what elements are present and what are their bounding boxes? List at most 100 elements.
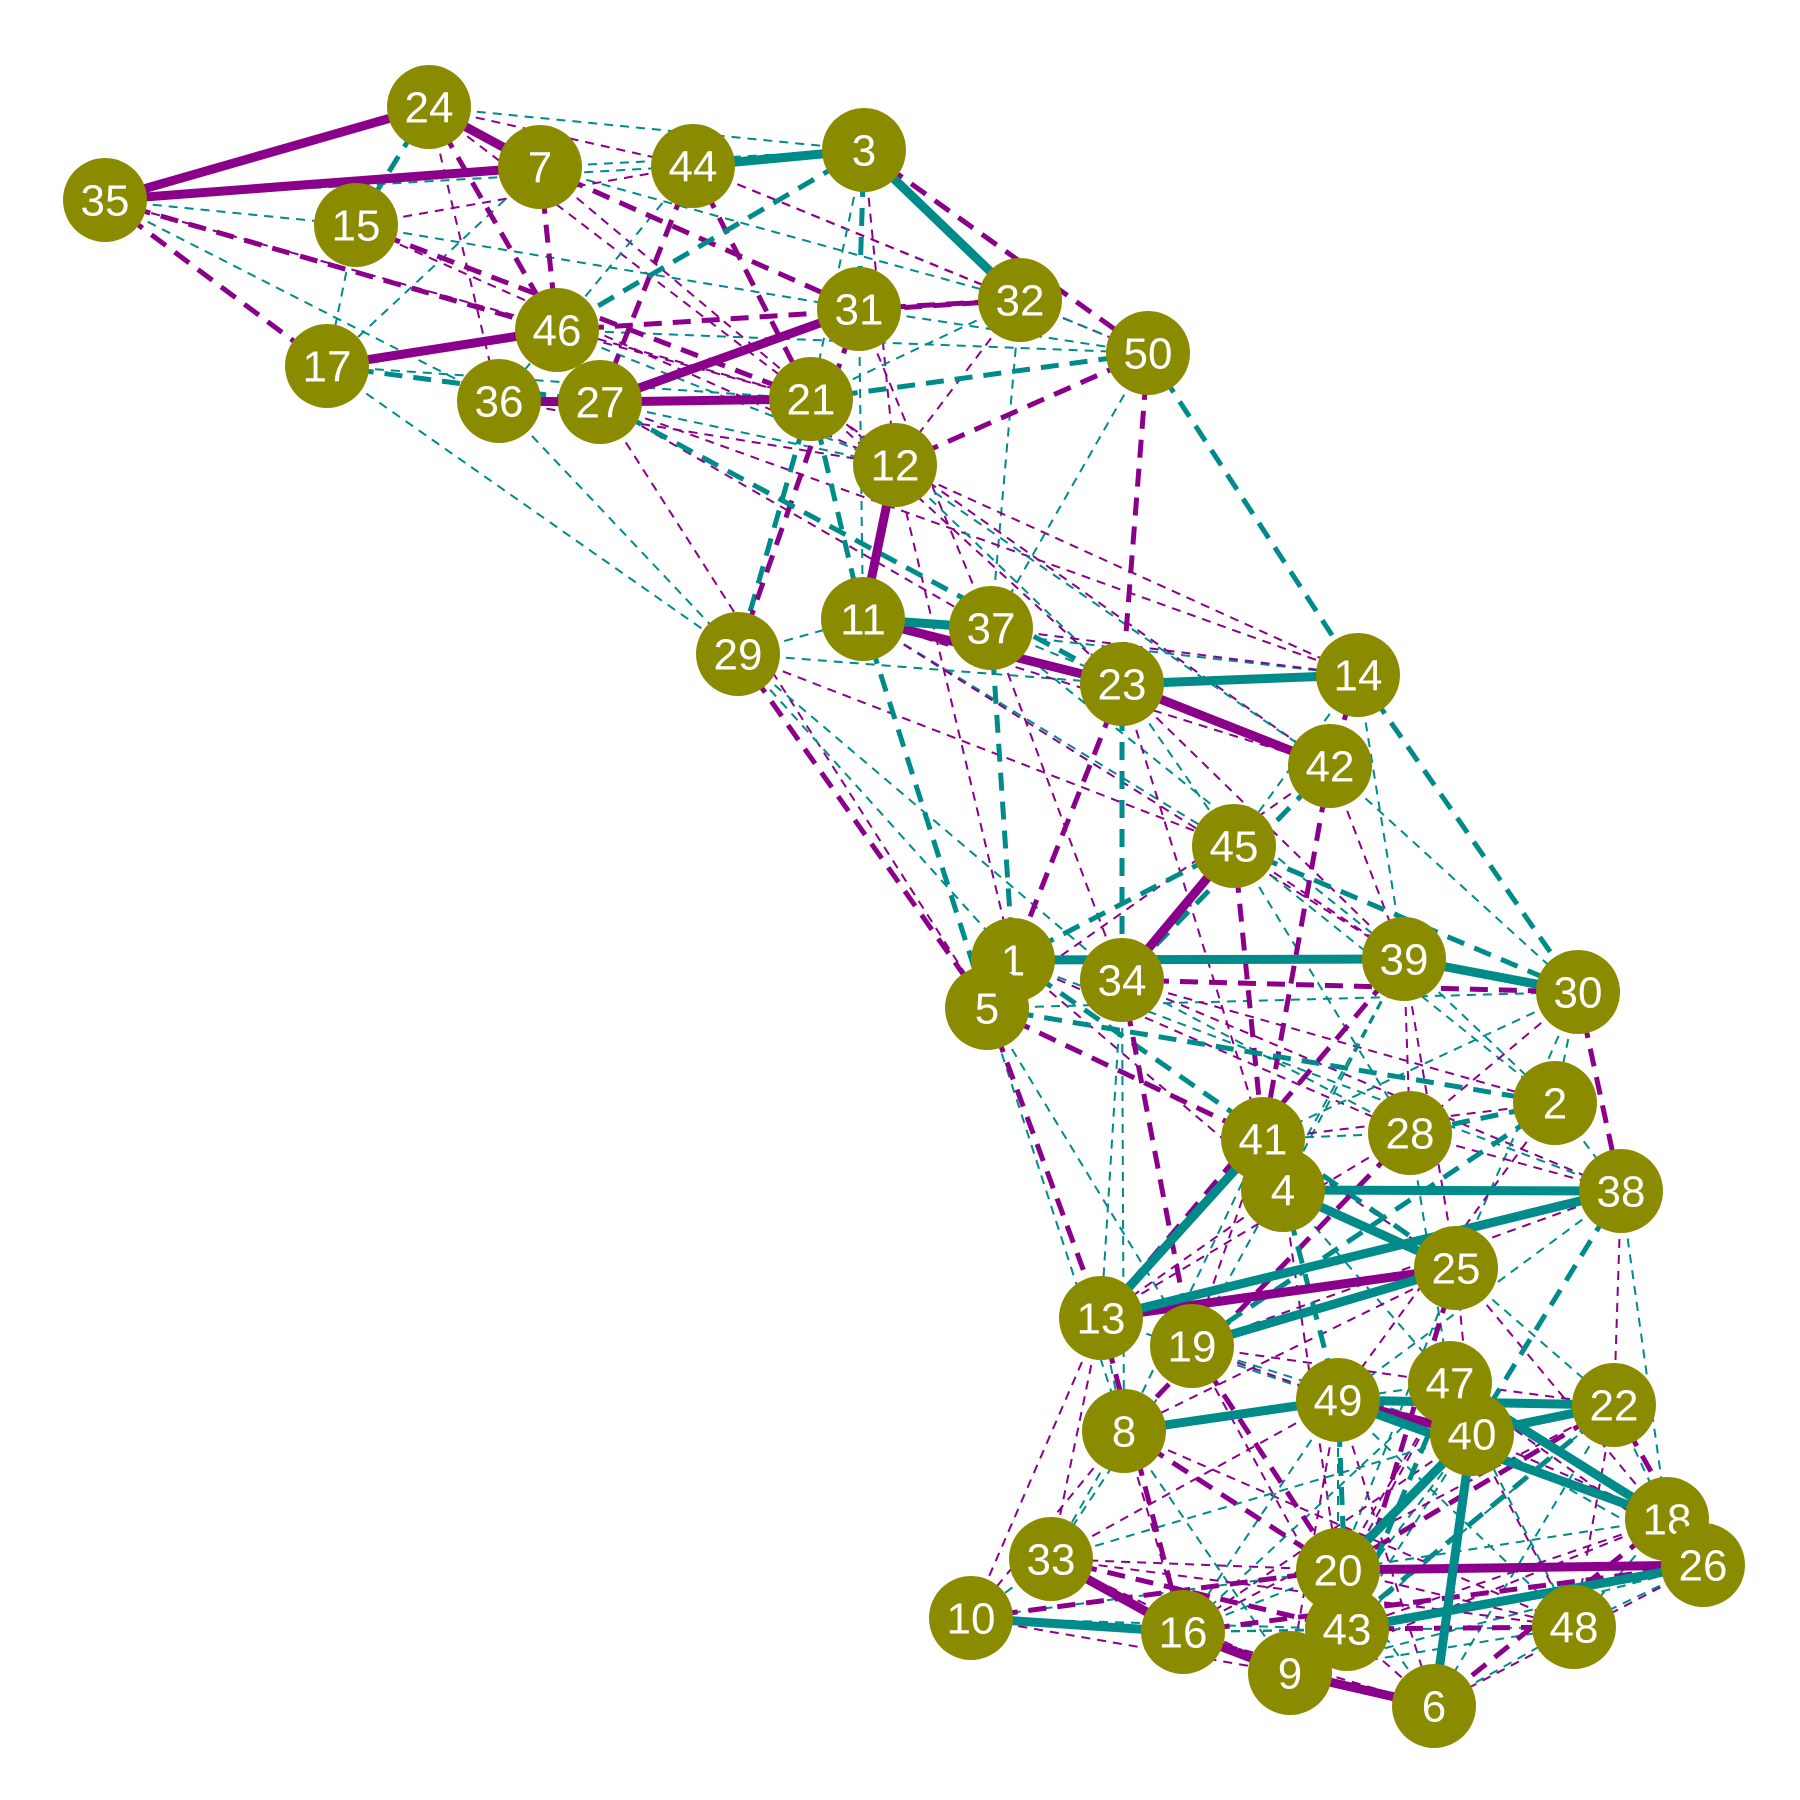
edge-39-25	[1403, 958, 1457, 1269]
edge-14-30	[1355, 673, 1581, 994]
edge-50-23	[1119, 352, 1151, 685]
node-label: 46	[533, 307, 582, 356]
node-label: 48	[1550, 1604, 1599, 1653]
node-circle	[1192, 804, 1276, 888]
node-24: 24	[387, 65, 471, 149]
node-31: 31	[817, 267, 901, 351]
edge-13-16	[1098, 1317, 1186, 1633]
edge-36-29	[498, 400, 739, 655]
node-46: 46	[515, 288, 599, 372]
node-circle	[1536, 950, 1620, 1034]
node-label: 13	[1077, 1295, 1126, 1344]
edge-15-31	[355, 224, 860, 310]
node-label: 14	[1334, 652, 1383, 701]
node-label: 11	[840, 596, 886, 645]
node-circle	[1059, 1276, 1143, 1360]
edge-21-29	[735, 398, 814, 655]
edge-34-19	[1119, 979, 1195, 1347]
edge-46-21	[556, 329, 812, 400]
edge-38-49	[1337, 1190, 1622, 1401]
node-37: 37	[949, 586, 1033, 670]
node-circle	[285, 324, 369, 408]
node-label: 32	[996, 277, 1045, 326]
node-circle	[1305, 1587, 1389, 1671]
edge-22-20	[1336, 1402, 1616, 1573]
node-12: 12	[853, 423, 937, 507]
node-17: 17	[285, 324, 369, 408]
node-label: 12	[871, 442, 920, 491]
edge-11-39	[862, 618, 1405, 960]
edge-50-37	[990, 352, 1149, 629]
node-7: 7	[498, 125, 582, 209]
node-circle	[696, 612, 780, 696]
node-label: 33	[1027, 1536, 1076, 1585]
node-8: 8	[1082, 1389, 1166, 1473]
edge-12-50	[893, 350, 1150, 468]
edge-41-8	[1123, 1138, 1264, 1432]
node-45: 45	[1192, 804, 1276, 888]
edge-17-27	[326, 363, 601, 405]
node-circle	[1296, 1358, 1380, 1442]
edge-18-20	[1337, 1518, 1668, 1571]
node-16: 16	[1141, 1590, 1225, 1674]
edge-37-14	[990, 627, 1359, 676]
node-circle	[63, 158, 147, 242]
node-label: 23	[1098, 661, 1147, 710]
node-circle	[1513, 1061, 1597, 1145]
edge-34-30	[1121, 977, 1579, 995]
node-circle	[1532, 1585, 1616, 1669]
edge-24-46	[426, 105, 560, 332]
edge-44-21	[690, 164, 814, 401]
node-label: 6	[1422, 1683, 1446, 1732]
node-circle	[1150, 1304, 1234, 1388]
edge-7-32	[539, 166, 1021, 301]
node-41: 41	[1221, 1097, 1305, 1181]
edge-35-7	[104, 162, 541, 205]
node-33: 33	[1009, 1517, 1093, 1601]
node-9: 9	[1248, 1631, 1332, 1715]
node-23: 23	[1080, 642, 1164, 726]
node-circle	[1080, 938, 1164, 1022]
edge-20-26	[1337, 1560, 1704, 1575]
node-circle	[853, 423, 937, 507]
edge-50-14	[1145, 351, 1361, 677]
edge-8-48	[1123, 1430, 1575, 1628]
node-47: 47	[1408, 1341, 1492, 1425]
edge-4-47	[1282, 1189, 1451, 1384]
edge-29-45	[737, 653, 1235, 847]
edge-34-2	[1121, 979, 1556, 1104]
node-label: 44	[669, 143, 718, 192]
edge-12-14	[894, 464, 1359, 676]
node-circle	[1248, 1631, 1332, 1715]
edge-25-43	[1344, 1267, 1459, 1630]
node-label: 22	[1590, 1382, 1639, 1431]
node-circle	[1009, 1517, 1093, 1601]
edge-39-4	[1282, 958, 1405, 1191]
node-circle	[817, 267, 901, 351]
edge-40-6	[1429, 1433, 1477, 1707]
node-21: 21	[769, 357, 853, 441]
node-circle	[1082, 1389, 1166, 1473]
node-circle	[1288, 724, 1372, 808]
node-25: 25	[1414, 1226, 1498, 1310]
node-label: 8	[1112, 1408, 1136, 1457]
edge-1-38	[1012, 959, 1622, 1192]
edge-27-31	[598, 304, 861, 407]
node-36: 36	[457, 359, 541, 443]
edge-19-33	[1050, 1345, 1193, 1560]
node-circle	[498, 125, 582, 209]
node-19: 19	[1150, 1304, 1234, 1388]
node-circle	[1414, 1226, 1498, 1310]
edge-22-6	[1433, 1404, 1615, 1707]
node-circle	[978, 258, 1062, 342]
node-label: 9	[1278, 1650, 1302, 1699]
node-circle	[822, 108, 906, 192]
edge-5-30	[986, 991, 1579, 1009]
edge-5-2	[986, 1005, 1556, 1106]
edge-38-19	[1191, 1190, 1622, 1347]
node-label: 21	[787, 376, 836, 425]
edge-1-39	[1012, 954, 1405, 965]
edge-10-20	[970, 1567, 1339, 1621]
node-circle	[1106, 311, 1190, 395]
node-50: 50	[1106, 311, 1190, 395]
